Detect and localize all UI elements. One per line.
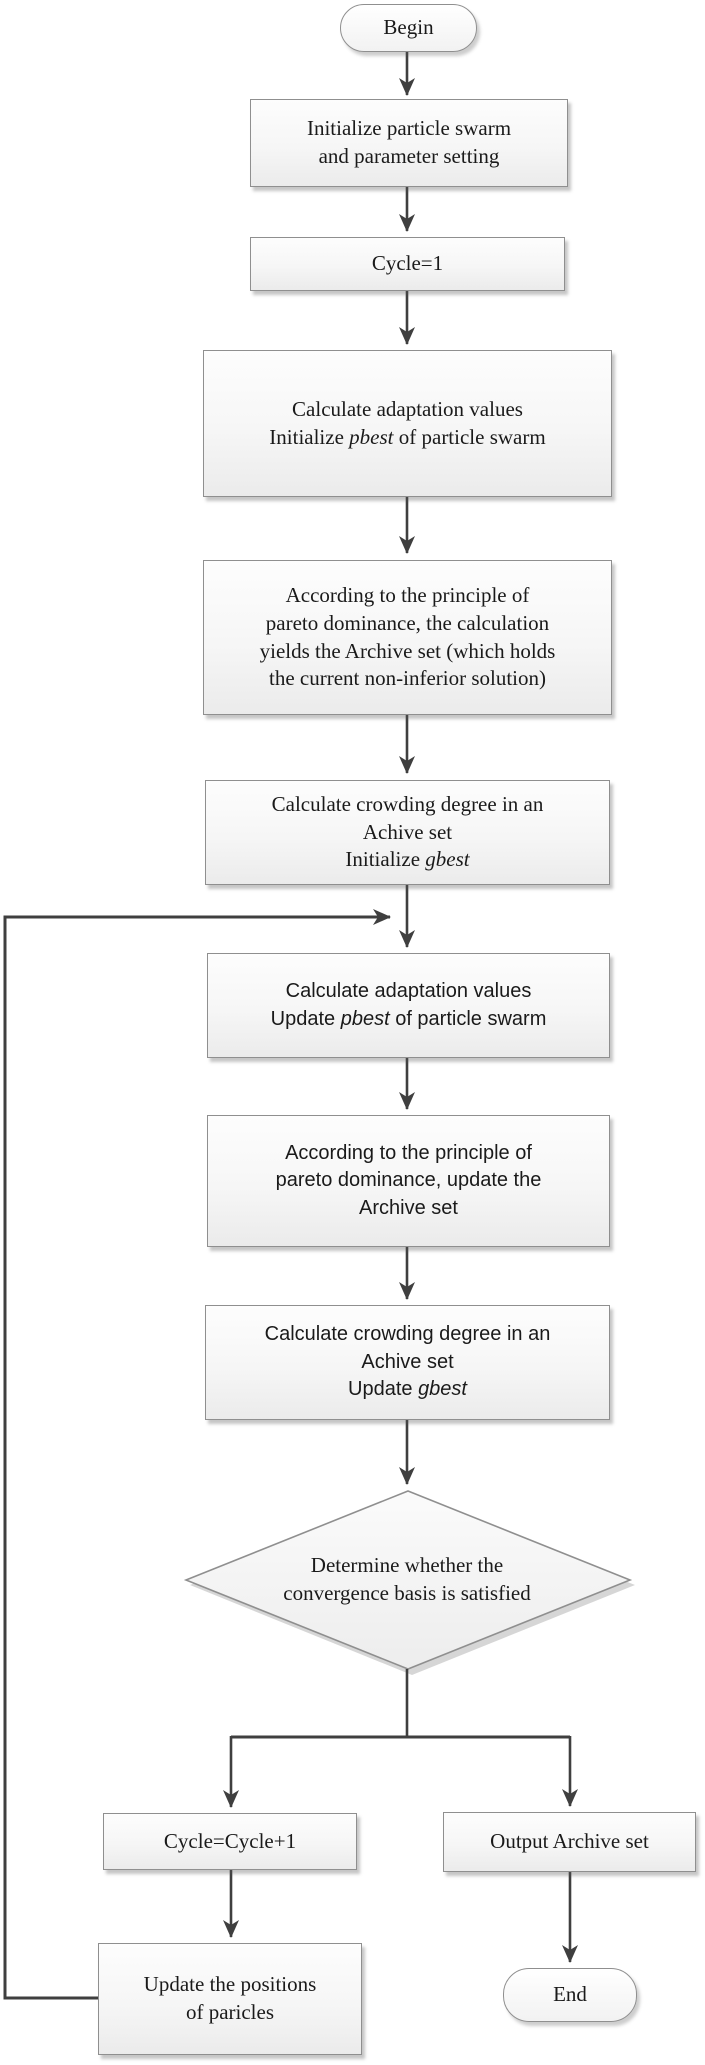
node-end: End xyxy=(503,1968,637,2022)
node-cycle-equals-1: Cycle=1 xyxy=(250,237,565,291)
node-cycle-increment: Cycle=Cycle+1 xyxy=(103,1813,357,1870)
arrow-loopback xyxy=(3,909,391,2000)
node-output-archive-set: Output Archive set xyxy=(443,1812,696,1872)
node-begin: Begin xyxy=(340,4,477,52)
